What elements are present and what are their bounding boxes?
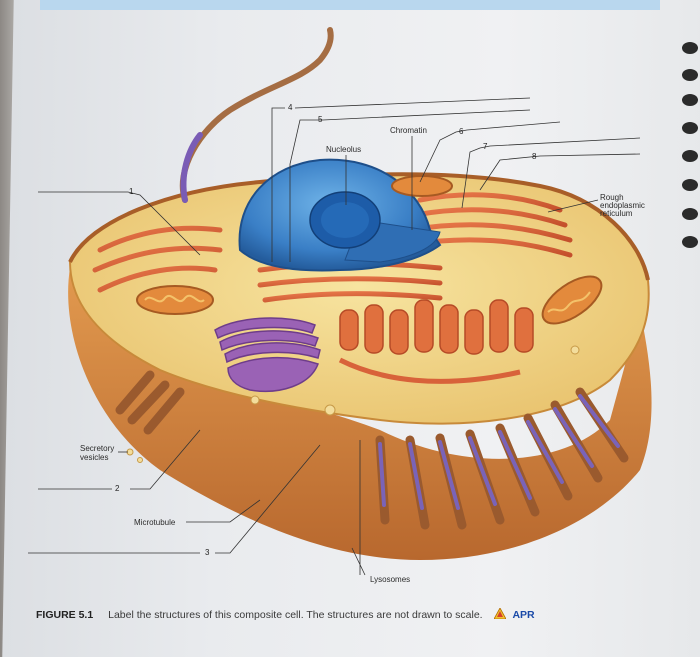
label-rough-er-line2: endoplasmic [600,201,645,210]
figure-caption: FIGURE 5.1 Label the structures of this … [36,608,656,628]
mitochondrion-right [541,275,603,325]
leader-1 [38,191,201,256]
microvilli-cores [378,394,620,510]
label-rough-er: Rough endoplasmic reticulum [600,194,660,218]
leader-5 [289,109,531,262]
figure-number: FIGURE 5.1 [36,609,94,621]
label-nucleolus: Nucleolus [326,145,362,154]
label-chromatin: Chromatin [390,126,427,135]
leader-rough-er [547,199,599,213]
number-4: 4 [288,103,293,112]
caption-text: Label the structures of this composite c… [108,609,483,621]
mitochondrion-left [136,285,214,315]
leader-8 [479,153,641,191]
leader-microtubule [186,499,261,523]
label-microtubule: Microtubule [134,518,176,527]
label-secretory-line2: vesicles [80,453,109,462]
number-2: 2 [115,484,120,493]
number-1: 1 [129,187,134,196]
number-5: 5 [318,115,323,124]
apr-label: APR [512,609,535,621]
mitochondrion-top [391,175,453,197]
secretory-vesicles [126,345,580,463]
leader-lines [28,97,641,576]
leader-3 [28,444,321,554]
label-rough-er-line3: reticulum [600,209,633,218]
label-secretory-vesicles: Secretory vesicles [80,444,120,462]
golgi-apparatus [214,317,321,392]
leader-6 [419,121,561,183]
number-7: 7 [483,142,488,151]
label-rough-er-line1: Rough [600,193,624,202]
number-8: 8 [532,152,537,161]
page-top-strip [40,0,660,10]
cell-body [68,268,652,560]
apr-icon [493,608,506,619]
spiral-binding [682,42,698,248]
number-6: 6 [459,127,464,136]
leader-2 [38,429,201,490]
leader-4 [271,97,531,262]
smooth-er [338,299,534,384]
plasma-membrane [68,172,650,281]
label-secretory-line1: Secretory [80,444,115,453]
label-lysosomes: Lysosomes [370,575,411,584]
number-3: 3 [205,548,210,557]
leader-lysosomes [351,440,366,576]
leader-7 [461,137,641,209]
